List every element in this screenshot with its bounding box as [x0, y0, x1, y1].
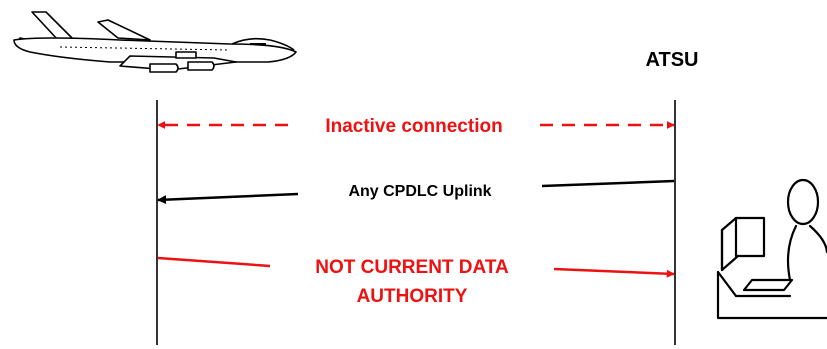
ncda-label-line2: AUTHORITY: [357, 286, 468, 307]
inactive-connection-label: Inactive connection: [325, 116, 502, 137]
ncda-label-line1: NOT CURRENT DATA: [315, 257, 509, 278]
airplane-icon: [13, 11, 297, 73]
ncda-arrow-tail: [157, 256, 271, 268]
cpdlc-uplink-label: Any CPDLC Uplink: [348, 183, 491, 200]
cpdlc-uplink-arrow-head: [157, 192, 299, 205]
ncda-arrow-head: [553, 267, 675, 278]
cpdlc-uplink-arrow-tail: [541, 179, 675, 188]
air-traffic-controller-icon: [716, 178, 827, 320]
atsu-label: ATSU: [646, 49, 699, 71]
